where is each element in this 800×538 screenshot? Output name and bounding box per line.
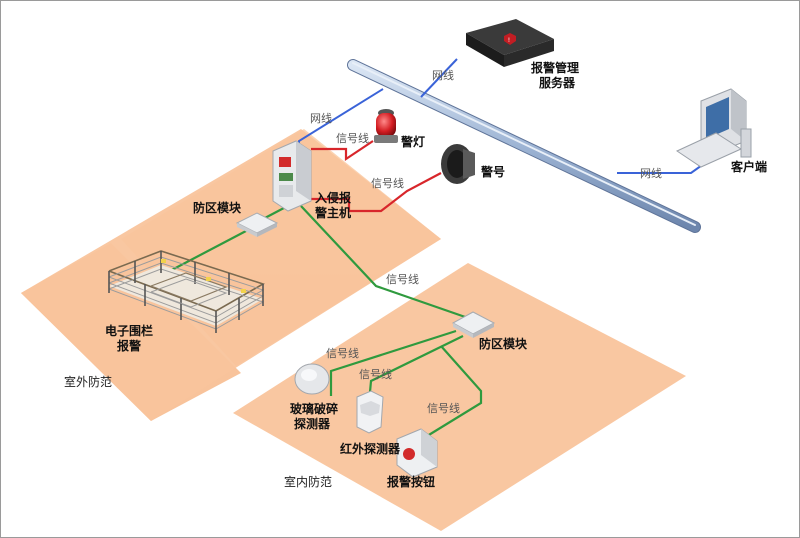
server-label-line1: 报警管理	[531, 61, 580, 75]
outdoor-module-to-fence-wire	[165, 230, 247, 274]
sig-label-glass: 信号线	[326, 347, 359, 360]
horn-label: 警号	[481, 165, 506, 179]
indoor-module-label: 防区模块	[479, 337, 528, 351]
siren-horn[interactable]	[441, 144, 475, 184]
sig-label-horn: 信号线	[371, 177, 404, 190]
outdoor-platform-main	[21, 129, 441, 421]
sig-label-button: 信号线	[427, 402, 460, 415]
lamp-signal-wire	[311, 140, 374, 162]
glass-label-line2: 探测器	[294, 417, 331, 431]
warning-lamp[interactable]	[374, 109, 398, 143]
alarm-button[interactable]	[396, 428, 438, 478]
alarm-server[interactable]: !	[466, 19, 554, 67]
indoor-module-to-glass-wire	[329, 329, 457, 396]
host-label-line1: 入侵报	[315, 191, 352, 205]
outdoor-zone-module[interactable]	[235, 212, 279, 237]
network-wires	[298, 58, 706, 174]
fence-label-line1: 电子围栏	[105, 324, 154, 338]
glass-break-detector[interactable]	[294, 363, 330, 395]
network-bus	[347, 59, 701, 233]
indoor-zone-module[interactable]	[451, 311, 496, 338]
svg-text:!: !	[508, 37, 510, 44]
host-to-indoor-module-wire	[300, 205, 472, 321]
electronic-fence[interactable]	[108, 250, 265, 333]
glass-label-line1: 玻璃破碎	[290, 402, 339, 416]
red-signal-wires	[311, 140, 442, 213]
net-label-server: 网线	[432, 69, 454, 82]
pir-detector[interactable]	[356, 390, 384, 434]
sig-label-pir: 信号线	[359, 368, 392, 381]
indoor-platform	[233, 263, 686, 531]
green-signal-wires	[165, 198, 483, 442]
server-network-wire	[420, 58, 458, 98]
outdoor-zone-label: 室外防范	[64, 375, 113, 389]
pir-label: 红外探测器	[340, 442, 401, 456]
host-label-line2: 警主机	[315, 206, 352, 220]
indoor-zone-label: 室内防范	[284, 475, 333, 489]
client-label: 客户端	[731, 160, 768, 174]
client-computer[interactable]	[675, 88, 752, 168]
horn-signal-wire	[311, 172, 442, 213]
net-label-host: 网线	[310, 112, 332, 125]
sig-label-center: 信号线	[386, 273, 419, 286]
intrusion-host[interactable]	[272, 140, 312, 212]
net-label-client: 网线	[640, 167, 662, 180]
server-label-line2: 服务器	[539, 76, 576, 90]
button-label: 报警按钮	[387, 475, 436, 489]
indoor-module-to-button-wire	[418, 345, 483, 442]
outdoor-module-label: 防区模块	[193, 201, 242, 215]
sig-label-lamp: 信号线	[336, 132, 369, 145]
lamp-label: 警灯	[401, 135, 426, 149]
fence-label-line2: 报警	[117, 339, 142, 353]
